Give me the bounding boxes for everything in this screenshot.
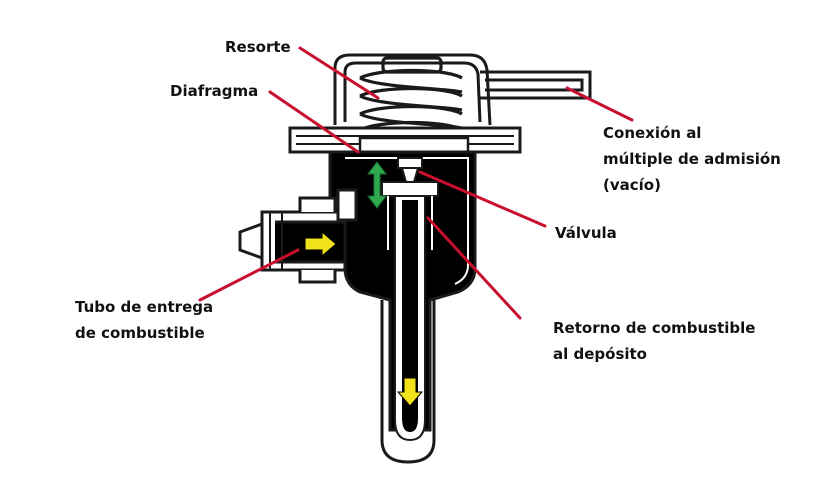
label-retorno-line1: Retorno de combustible xyxy=(553,319,756,337)
label-tubo: Tubo de entrega de combustible xyxy=(75,294,213,346)
label-tubo-line2: de combustible xyxy=(75,324,205,342)
leader-valvula xyxy=(418,170,547,228)
leader-retorno xyxy=(426,216,522,320)
label-retorno: Retorno de combustible al depósito xyxy=(553,315,755,367)
upper-housing xyxy=(333,53,592,126)
spring xyxy=(359,56,463,132)
chamber-inner-outline xyxy=(345,157,469,285)
label-retorno-line2: al depósito xyxy=(553,345,647,363)
diaphragm-flange xyxy=(288,126,522,154)
return-arrow-icon xyxy=(396,377,424,407)
label-resorte: Resorte xyxy=(225,38,291,56)
return-pipe-outer xyxy=(380,300,436,464)
label-valvula: Válvula xyxy=(555,224,617,242)
fuel-flow-arrows xyxy=(304,230,424,407)
label-tubo-line1: Tubo de entrega xyxy=(75,298,214,316)
label-conexion-line3: (vacío) xyxy=(603,176,661,194)
return-pipe xyxy=(381,181,439,442)
label-conexion-line1: Conexión al xyxy=(603,124,702,142)
leader-tubo xyxy=(198,248,300,302)
label-conexion-line2: múltiple de admisión xyxy=(603,150,781,168)
label-diafragma: Diafragma xyxy=(170,82,259,100)
fuel-inlet xyxy=(238,188,358,284)
leader-lines xyxy=(198,46,634,320)
inlet-arrow-icon xyxy=(304,230,337,258)
label-conexion: Conexión al múltiple de admisión (vacío) xyxy=(603,120,781,198)
leader-resorte xyxy=(298,46,380,100)
leader-conexion xyxy=(565,86,634,122)
leader-diafragma xyxy=(268,90,360,154)
valve xyxy=(397,157,423,183)
motion-arrow-icon xyxy=(367,161,387,209)
